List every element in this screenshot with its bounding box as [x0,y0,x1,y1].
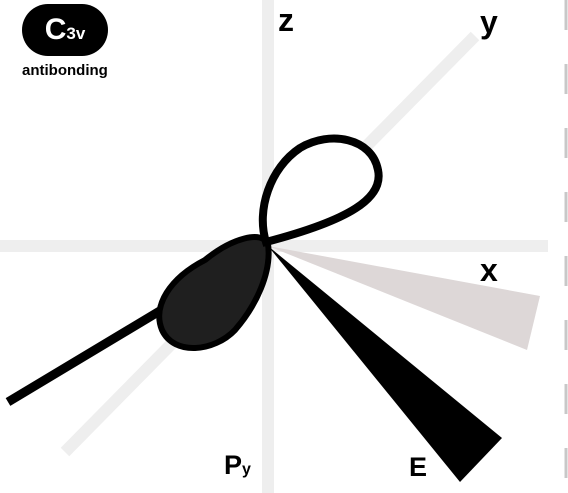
lower-lobe [159,237,268,348]
symmetry-badge: C3v [22,4,108,56]
group-sub: 3v [66,24,85,43]
py-sub: y [242,461,251,478]
z-axis-label: z [278,4,294,36]
bonding-character: antibonding [22,62,108,79]
shadow-lobe [268,246,540,350]
e-label: E [409,454,427,481]
upper-lobe [263,139,379,242]
y-axis-label: y [480,6,498,38]
x-axis-label: x [480,254,498,286]
py-main: P [224,450,242,480]
group-main: C [45,13,67,46]
py-label: Py [224,452,251,479]
